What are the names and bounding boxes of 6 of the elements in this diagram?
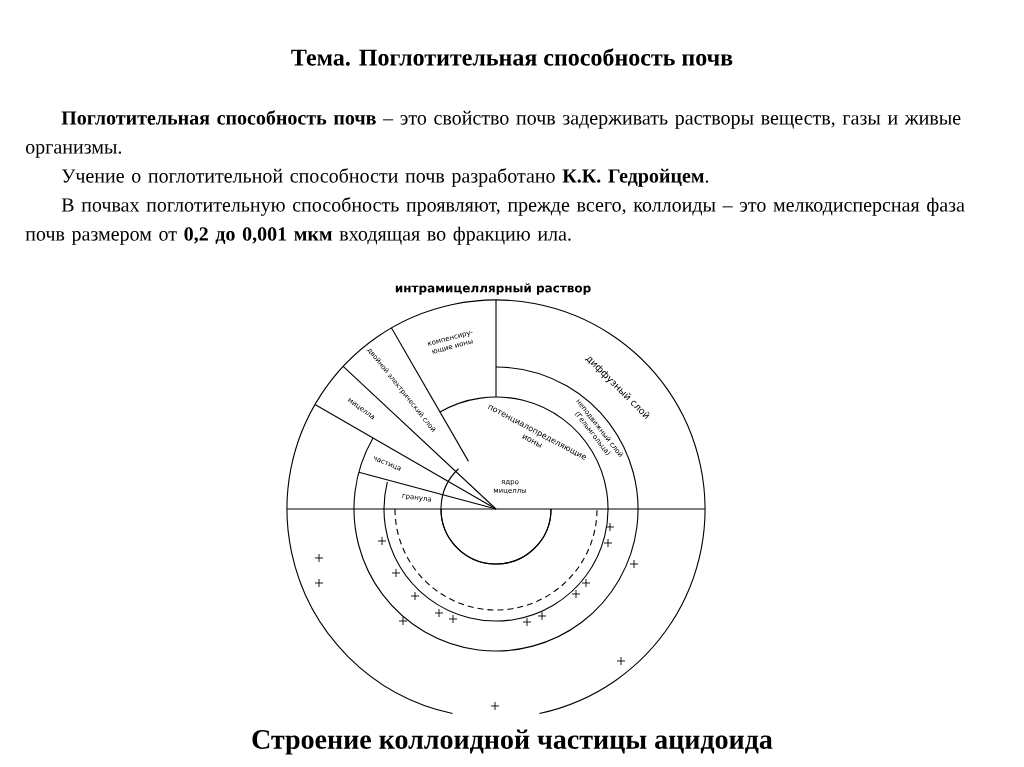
paragraph-text: Поглотительная способность почв – это свойство почв задерживать растворы веществ, газы и живые организмы. — [26, 110, 961, 158]
title: Тема. Поглотительная способность почв — [291, 48, 733, 66]
region-label: интрамицеллярный раствор — [395, 283, 591, 295]
caption: Строение коллоидной частицы ацидоида — [252, 729, 773, 755]
paragraph-text: Учение о поглотительной способности почв разработано К.К. Гедройцем. — [61, 168, 709, 187]
paragraph-text: В почвах поглотительную способность проявляют, прежде всего, коллоиды – это мелкодисперсная фаза почв размером от 0,2 до 0,001 мкм входящая во фракцию ила. — [25, 197, 965, 245]
